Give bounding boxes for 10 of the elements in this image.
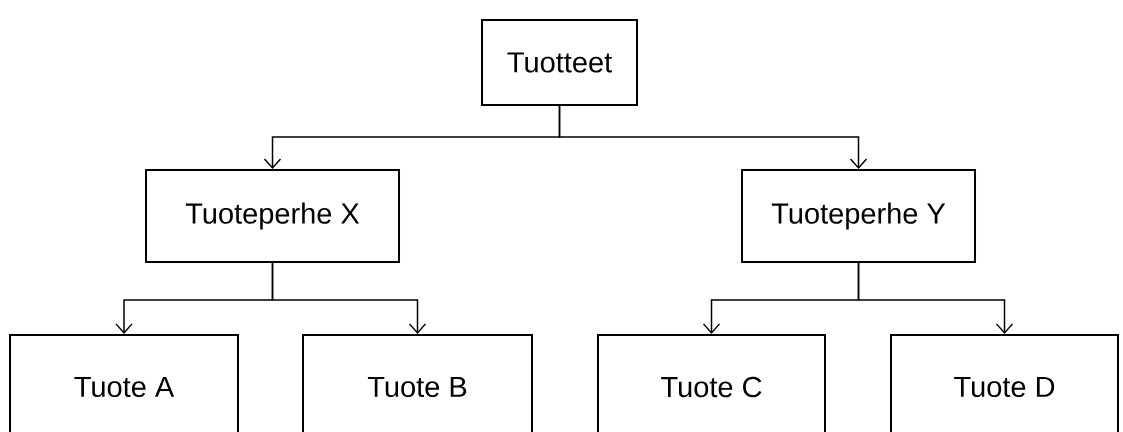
box: Tuote A (9, 334, 239, 432)
box: Tuoteperhe X (145, 169, 400, 263)
arrow (558, 105, 868, 169)
box: Tuoteperhe Y (741, 169, 976, 263)
box: Tuote D (890, 334, 1119, 432)
box: Tuote C (597, 334, 826, 432)
box: Tuote B (302, 334, 533, 432)
arrow (857, 262, 1014, 334)
arrow (271, 262, 427, 334)
box: Tuotteet (481, 19, 638, 106)
